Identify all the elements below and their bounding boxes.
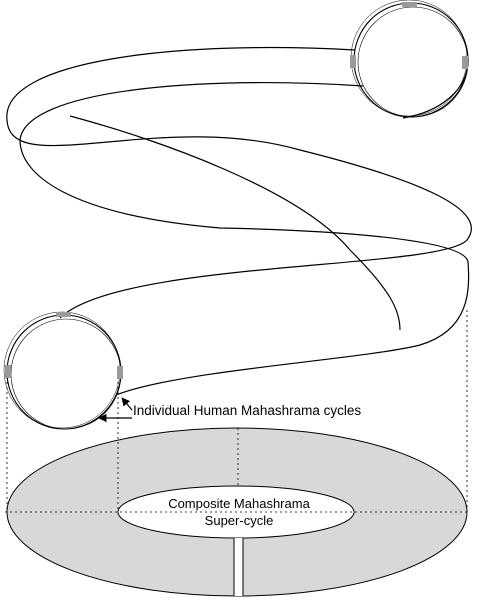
- composite-label-line2: Super-cycle: [204, 513, 274, 528]
- callout-arrows: [98, 397, 133, 423]
- ring-gap: [234, 538, 243, 596]
- individual-cycle-top: [350, 0, 469, 118]
- helix-outer-edge: [6, 46, 472, 319]
- individual-cycles-label: Individual Human Mahashrama cycles: [133, 403, 362, 418]
- projection-lines: [5, 310, 470, 513]
- helix-tube: [6, 46, 472, 396]
- composite-label-line1: Composite Mahashrama: [168, 496, 310, 511]
- helix-inner-edge: [19, 81, 470, 396]
- individual-cycle-bottom: [3, 311, 123, 430]
- helix-back-edge: [69, 115, 401, 331]
- arrow-upper: [121, 397, 133, 411]
